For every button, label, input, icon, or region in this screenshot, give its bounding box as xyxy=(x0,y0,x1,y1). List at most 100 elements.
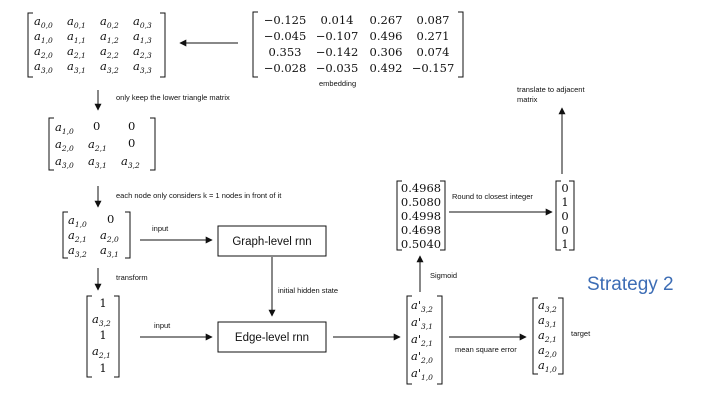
lower-triangle-matrix: a1,0 0 0 a2,0 a2,1 0 a3,0 a3,1 a3,2 xyxy=(48,117,156,171)
cell-a03: a0,3 xyxy=(133,14,152,30)
bracket-left xyxy=(62,211,68,259)
rnd-4: 1 xyxy=(561,237,568,251)
embedding-label: embedding xyxy=(319,79,356,88)
lt-a30: a3,0 xyxy=(55,154,74,170)
sigmoid-vector: 0.4968 0.5080 0.4998 0.4698 0.5040 xyxy=(396,180,446,251)
graph-level-rnn: Graph-level rnn xyxy=(217,225,327,257)
cell-a30: a3,0 xyxy=(34,59,53,75)
lt-zero-2: 0 xyxy=(128,119,135,133)
k-a10: a1,0 xyxy=(68,213,87,229)
cell-a20: a2,0 xyxy=(34,44,53,60)
lt-a32: a3,2 xyxy=(121,154,140,170)
prime-a21: a'2,1 xyxy=(411,332,433,348)
tgt-a10: a1,0 xyxy=(538,358,557,374)
emb-r1c0: −0.045 xyxy=(264,29,307,43)
lt-a10: a1,0 xyxy=(55,120,74,136)
emb-r3c3: −0.157 xyxy=(412,61,455,75)
lt-a31: a3,1 xyxy=(88,154,107,170)
bracket-left xyxy=(48,117,54,171)
lt-a21: a2,1 xyxy=(88,137,107,153)
sig-3: 0.4698 xyxy=(401,223,441,237)
rnd-0: 0 xyxy=(561,181,568,195)
bracket-left xyxy=(532,297,538,375)
sigmoid-label: Sigmoid xyxy=(430,271,457,280)
k-nodes-label: each node only considers k = 1 nodes in … xyxy=(116,191,282,200)
bracket-left xyxy=(86,295,92,378)
prime-a10: a'1,0 xyxy=(411,366,433,382)
adjacency-matrix: a0,0 a0,1 a0,2 a0,3 a1,0 a1,1 a1,2 a1,3 … xyxy=(27,12,166,78)
prime-a31: a'3,1 xyxy=(411,315,433,331)
emb-r2c3: 0.074 xyxy=(417,45,450,59)
transform-label: transform xyxy=(116,273,148,282)
tgt-a32: a3,2 xyxy=(538,298,557,314)
k-a31: a3,1 xyxy=(100,243,119,259)
cell-a13: a1,3 xyxy=(133,29,152,45)
output-prime-vector: a'3,2 a'3,1 a'2,1 a'2,0 a'1,0 xyxy=(406,295,443,385)
vec-1c: 1 xyxy=(99,361,106,375)
emb-r0c3: 0.087 xyxy=(417,13,450,27)
emb-r0c2: 0.267 xyxy=(370,13,403,27)
graph-rnn-box xyxy=(217,225,327,257)
prime-a20: a'2,0 xyxy=(411,349,433,365)
bracket-right xyxy=(160,12,166,78)
rnd-3: 0 xyxy=(561,223,568,237)
sig-0: 0.4968 xyxy=(401,181,441,195)
input-label-bottom: input xyxy=(154,321,171,330)
vec-1a: 1 xyxy=(99,296,106,310)
round-label: Round to closest integer xyxy=(452,192,533,201)
lower-triangle-label: only keep the lower triangle matrix xyxy=(116,93,230,102)
bracket-left xyxy=(406,295,412,385)
input-label-top: input xyxy=(152,224,169,233)
emb-r3c0: −0.028 xyxy=(264,61,307,75)
bracket-left xyxy=(555,180,561,251)
bracket-left xyxy=(396,180,402,251)
bracket-right xyxy=(440,180,446,251)
bracket-left xyxy=(252,11,258,78)
cell-a10: a1,0 xyxy=(34,29,53,45)
strategy-title: Strategy 2 xyxy=(587,274,674,295)
rnd-2: 0 xyxy=(561,209,568,223)
cell-a12: a1,2 xyxy=(100,29,119,45)
emb-r1c1: −0.107 xyxy=(316,29,359,43)
embedding-cells: −0.125 0.014 0.267 0.087 −0.045 −0.107 0… xyxy=(264,13,455,75)
cell-a21: a2,1 xyxy=(67,44,86,60)
emb-r2c0: 0.353 xyxy=(269,45,302,59)
cell-a11: a1,1 xyxy=(67,29,86,45)
bracket-right xyxy=(558,297,564,375)
emb-r3c2: 0.492 xyxy=(370,61,403,75)
k-a32: a3,2 xyxy=(68,243,87,259)
embedding-matrix: −0.125 0.014 0.267 0.087 −0.045 −0.107 0… xyxy=(252,11,464,88)
cell-a02: a0,2 xyxy=(100,14,119,30)
emb-r1c2: 0.496 xyxy=(370,29,403,43)
cell-a00: a0,0 xyxy=(34,14,53,30)
tgt-a31: a3,1 xyxy=(538,313,557,329)
vec-1b: 1 xyxy=(99,328,106,342)
bracket-right xyxy=(569,180,575,251)
rnd-1: 1 xyxy=(561,195,568,209)
tgt-a20: a2,0 xyxy=(538,343,557,359)
graph-rnn-label: Graph-level rnn xyxy=(232,236,311,248)
edge-rnn-label: Edge-level rnn xyxy=(235,332,309,344)
lt-a20: a2,0 xyxy=(55,137,74,153)
cell-a32: a3,2 xyxy=(100,59,119,75)
bracket-right xyxy=(150,117,156,171)
emb-r2c1: −0.142 xyxy=(316,45,359,59)
sig-2: 0.4998 xyxy=(401,209,441,223)
bracket-right xyxy=(437,295,443,385)
adjacency-cells: a0,0 a0,1 a0,2 a0,3 a1,0 a1,1 a1,2 a1,3 … xyxy=(34,14,152,75)
k-a21: a2,1 xyxy=(68,228,87,244)
mse-label: mean square error xyxy=(455,345,517,354)
lt-zero-1: 0 xyxy=(93,119,100,133)
cell-a01: a0,1 xyxy=(67,14,86,30)
edge-level-rnn: Edge-level rnn xyxy=(217,321,327,353)
target-vector: a3,2 a3,1 a2,1 a2,0 a1,0 xyxy=(532,297,564,375)
bracket-right xyxy=(114,295,120,378)
cell-a31: a3,1 xyxy=(67,59,86,75)
rounded-vector: 0 1 0 0 1 xyxy=(555,180,575,251)
cell-a33: a3,3 xyxy=(133,59,152,75)
emb-r0c0: −0.125 xyxy=(264,13,307,27)
emb-r0c1: 0.014 xyxy=(321,13,354,27)
edge-rnn-box xyxy=(217,321,327,353)
